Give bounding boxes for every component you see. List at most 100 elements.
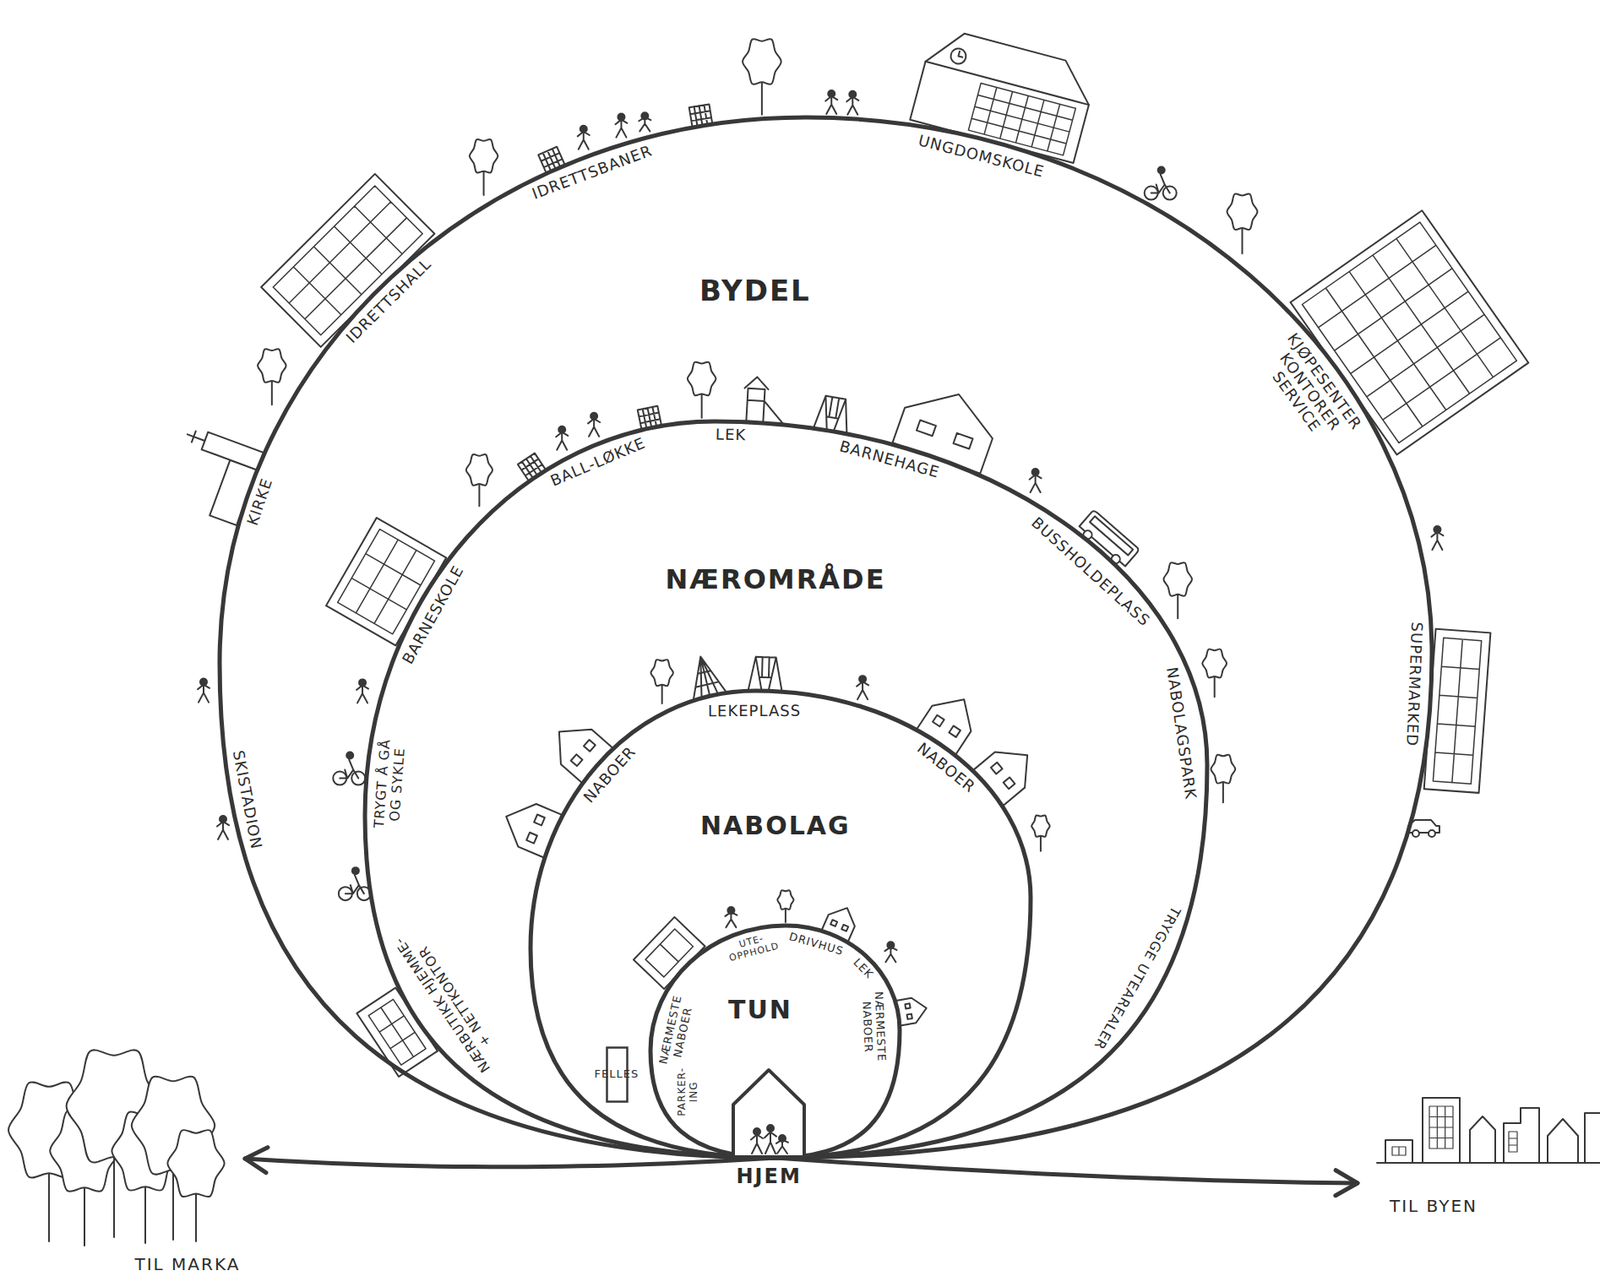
house-outline [497,795,563,859]
bike-frame [1151,174,1171,194]
person-body [197,685,210,703]
home-house: HJEM [726,1066,811,1160]
family-figure [764,1125,777,1154]
tree-crown [167,1130,224,1198]
building-outline [1424,629,1492,794]
tree-crown [469,139,499,174]
ring-label: DRIVHUS [785,930,847,960]
arrow-line [244,1158,776,1168]
tree-icon [257,348,287,405]
ring-label: BARNESKOLE [397,561,469,670]
tree-icon [1210,755,1236,804]
zone-outline [219,117,1432,1159]
person-body [764,1131,777,1154]
ring-label: UTE- OPPHOLD [723,930,783,965]
person-head [767,1125,774,1132]
house-outline [973,737,1042,806]
tree-trunk [271,380,273,405]
person-body [825,96,838,115]
house-icon [497,795,563,859]
tree-icon [777,890,794,923]
tree-trunk [661,685,664,704]
forest-illustration [8,1050,225,1247]
school-eave [925,61,1089,105]
zone-outline [530,691,1031,1159]
ring-label: NABOER [578,741,641,808]
ring-illustrations [163,26,1529,1078]
tree-trunk [172,1170,175,1241]
tree-crown [1210,755,1236,784]
zone-circle-outline [212,110,1439,1165]
tree-trunk [701,394,703,419]
house-windows [932,715,961,738]
zone-title: BYDEL [699,274,811,308]
person-body [356,685,369,703]
person-icon [638,112,651,131]
ring-label: TRYGT Å GÅ OG SYKLE [370,731,410,837]
person-icon [846,91,859,115]
person-body [217,821,229,840]
zone-circle: BYDELNÆROMRÅDENABOLAGTUNHJEMFELLES [212,110,1439,1165]
person-icon [555,426,568,451]
ring-label: IDRETTSHALL [341,254,436,349]
tower-icon [742,376,786,425]
person-body [577,131,590,150]
tree-trunk [1222,782,1225,803]
person-body [846,97,859,115]
house-windows [526,814,545,844]
zone-circle: NABOLAGTUNHJEMFELLES [523,684,1038,1165]
destination-label: TIL MARKA [133,1255,243,1275]
tree-crown [650,659,673,686]
person-icon [577,125,590,150]
ring-label: NÆRMESTE NABOER [657,992,698,1071]
person-body [776,1140,789,1155]
zone-outline [650,925,900,1159]
person-icon [614,114,627,138]
house-icon [821,902,861,942]
arrow-head [1335,1170,1358,1197]
zone-title: NABOLAG [700,811,851,842]
tree-crown [687,362,717,397]
tree-trunk [761,82,763,115]
zone-outline [364,421,1208,1159]
person-body [1029,474,1042,493]
tree-trunk [1176,594,1179,619]
person-body [587,419,600,437]
bike-icon [1144,167,1177,201]
tree-trunk [478,484,480,507]
house-windows [904,1003,913,1020]
city-illustration [1376,1098,1600,1164]
church-tower [201,432,264,471]
tree-crown [466,454,493,486]
bike-icon [332,752,365,786]
forest-tree [167,1130,224,1242]
house-windows [571,740,596,767]
ring-label: SKISTADION [228,747,266,853]
swing-frame [748,657,784,692]
person-icon [884,941,897,963]
tree-trunk [1039,836,1042,852]
ring-label: SUPERMARKED [1402,620,1426,749]
ring-label: NABOER [912,739,980,799]
house-windows [990,762,1016,790]
arrow-head [244,1148,268,1174]
ring-label: NABOLAGSPARK [1162,664,1200,803]
person-icon [197,679,210,703]
ring-label: KJØPESENTER KONTORER SERVICE [1254,328,1366,456]
school-clock [948,46,968,66]
city-skyline [1376,1098,1600,1164]
bike-frame [339,760,359,779]
tree-icon [1031,815,1051,851]
common-box: FELLES [605,1046,629,1104]
clock-hands [957,51,964,58]
zone-title: NÆROMRÅDE [665,564,887,596]
person-body [724,912,737,928]
building-windows [645,929,693,978]
person-icon [724,907,737,928]
home-label: HJEM [736,1165,802,1190]
tree-trunk [195,1194,197,1242]
home-house-outline [726,1066,811,1160]
ring-label: KIRKE [243,473,278,529]
bld-icon [1424,629,1492,794]
tree-icon [466,454,493,507]
